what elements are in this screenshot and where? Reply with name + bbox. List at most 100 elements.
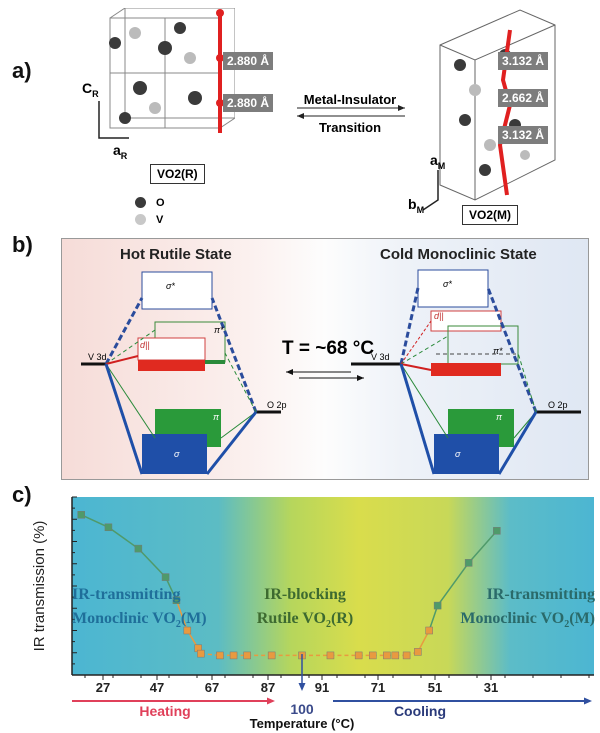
annotation-right-line2: Monoclinic VO2(M) [440, 607, 595, 637]
axis-sub: M [416, 204, 425, 215]
y-axis-label: IR transmission (%) [31, 521, 48, 652]
transition-label: Metal-Insulator Transition [290, 86, 410, 142]
annotation-mid-line1: IR-blocking [264, 586, 346, 603]
data-point [183, 626, 192, 635]
axis-label: a [113, 142, 121, 158]
rutile-name-box: VO2(R) [150, 164, 205, 184]
data-point [243, 651, 251, 660]
monoclinic-distance-1: 3.132 Å [498, 52, 549, 70]
axis-sub: R [120, 150, 128, 161]
rutile-distance-1: 2.880 Å [223, 52, 274, 70]
data-point [172, 596, 181, 604]
series-segment [164, 576, 178, 601]
data-point [369, 651, 377, 660]
legend-o-label: O [156, 196, 165, 209]
hot-state-title: Hot Rutile State [120, 246, 232, 263]
data-point [414, 648, 422, 656]
data-point [425, 626, 433, 635]
axis-sub: M [437, 160, 446, 171]
cold-v3d-label: V 3d [371, 352, 390, 362]
hot-diagram [81, 271, 281, 475]
transition-arrows [297, 105, 405, 119]
panel-c-label: c) [12, 482, 32, 507]
series-segment [137, 548, 167, 578]
annotation-right-line1: IR-transmitting [486, 586, 595, 603]
data-point [104, 523, 113, 532]
rutile-distance-2: 2.880 Å [223, 94, 274, 112]
annotation-middle: IR-blocking Rutile VO2(R) [240, 583, 370, 637]
cooling-label: Cooling [394, 703, 446, 719]
transition-line1: Metal-Insulator [303, 92, 397, 107]
annotation-left: IR-transmitting Monoclinic VO2(M) [72, 583, 207, 637]
data-point [354, 651, 363, 660]
data-point [402, 651, 411, 660]
x-tick-label: 31 [484, 680, 498, 695]
axis-b-m: bM [408, 196, 424, 215]
series-segment [437, 562, 470, 607]
axis-a-r: aR [113, 142, 127, 161]
transition-temperature: T = ~68 °C [282, 338, 375, 359]
data-point [267, 651, 276, 660]
data-point [391, 651, 400, 660]
v-atom-icon [135, 214, 146, 225]
data-point [433, 601, 442, 610]
sub: 2 [564, 619, 570, 631]
transition-line2: Transition [318, 120, 382, 135]
x-tick-label: 87 [261, 680, 275, 695]
annotation-right: IR-transmitting Monoclinic VO2(M) [440, 583, 595, 637]
heating-label: Heating [139, 703, 190, 719]
hot-sigma-label: σ [174, 449, 180, 459]
series-segment [80, 514, 109, 528]
monoclinic-axes [422, 170, 439, 211]
atom-legend: O V [135, 194, 195, 228]
series-segment [175, 599, 189, 631]
hot-pi-star-label: π* [214, 325, 224, 335]
panel-a-label: a) [12, 58, 32, 83]
cold-sigma-label: σ [455, 449, 461, 459]
cold-d-par-label: d|| [434, 311, 444, 321]
text: (M) [569, 610, 595, 627]
annotation-left-line2: Monoclinic VO2(M) [72, 607, 207, 637]
text: Monoclinic VO [460, 610, 565, 627]
x-axis-label: Temperature (°C) [250, 716, 355, 731]
text: Rutile VO [256, 610, 326, 627]
series-segment [108, 526, 139, 550]
heating-arrowhead [267, 697, 275, 705]
x-tick-label: 27 [96, 680, 110, 695]
hot-o2p-label: O 2p [267, 400, 287, 410]
hot-pi-label: π [213, 412, 220, 422]
x-tick-label: 91 [315, 680, 329, 695]
legend-v-label: V [156, 213, 164, 226]
axis-label: b [408, 196, 417, 212]
plot-background [72, 497, 594, 675]
mo-diagram [81, 269, 581, 475]
cold-pi-star-label: π* [493, 346, 503, 356]
monoclinic-name-box: VO2(M) [462, 205, 518, 225]
axis-label: a [430, 152, 438, 168]
x-tick-label: 67 [205, 680, 219, 695]
annotation-left-line1: IR-transmitting [72, 586, 181, 603]
sub: 2 [175, 619, 181, 631]
x-tick-label: 51 [428, 680, 442, 695]
text: (M) [180, 610, 207, 627]
sub: 2 [325, 619, 331, 631]
data-point [464, 559, 473, 567]
cold-sigma-star-label: σ* [443, 279, 452, 289]
legend-v: V [135, 211, 195, 228]
series-segment [468, 530, 498, 564]
peak-arrowhead [298, 683, 306, 691]
hot-sigma-star-label: σ* [166, 281, 175, 291]
cold-pi-label: π [496, 412, 503, 422]
hot-d-par-label: d|| [140, 340, 150, 350]
x-tick-label: 47 [150, 680, 164, 695]
hot-v3d-label: V 3d [88, 352, 107, 362]
panel-b-label: b) [12, 232, 33, 257]
o-atom-icon [135, 197, 146, 208]
peak-temperature-label: 100 [290, 701, 314, 717]
monoclinic-distance-3: 3.132 Å [498, 126, 549, 144]
cold-diagram [351, 269, 581, 475]
series-segment [428, 605, 439, 631]
data-point [216, 651, 224, 660]
data-point [134, 544, 143, 553]
